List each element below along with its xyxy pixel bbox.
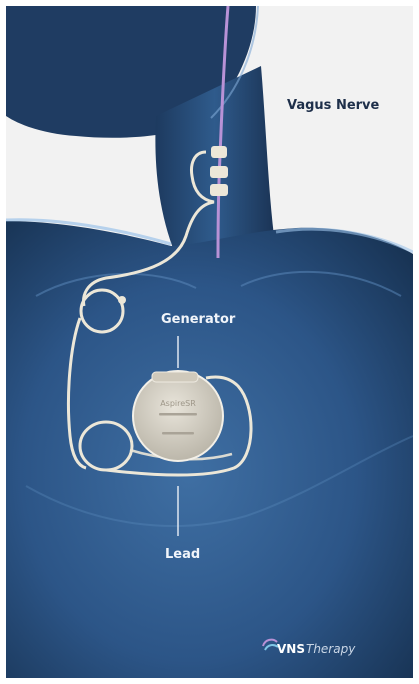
vagus-nerve-label: Vagus Nerve [287,98,379,113]
lead-label: Lead [165,547,200,562]
vns-illustration: AspireSR Vagus Nerve Generator Lead VNST… [6,6,413,678]
generator-brand-text: AspireSR [160,399,196,408]
logo-text: VNSTherapy [277,642,355,656]
logo-name: VNS [277,642,305,656]
vns-therapy-logo: VNSTherapy [261,634,411,666]
generator-label: Generator [161,312,235,327]
logo-suffix: Therapy [306,642,355,656]
